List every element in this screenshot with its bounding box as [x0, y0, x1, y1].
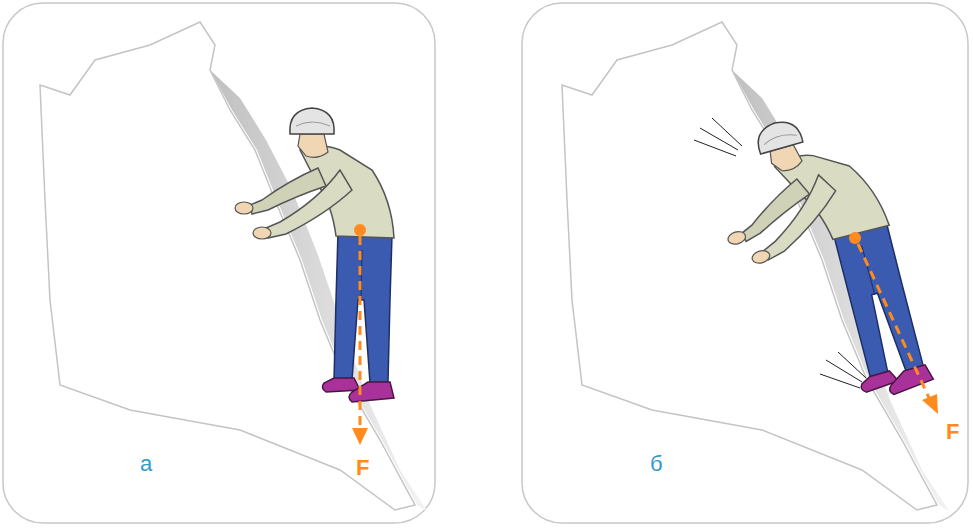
force-label: F — [356, 456, 369, 480]
center-of-mass — [354, 224, 366, 236]
center-of-mass — [849, 232, 861, 244]
climber — [701, 100, 935, 426]
arrow-head — [922, 394, 938, 414]
force-arrow — [858, 244, 930, 400]
cliff — [40, 22, 415, 510]
force-arrow — [359, 236, 362, 428]
motion-lines — [694, 118, 866, 388]
panel-frame — [3, 3, 435, 523]
climber — [235, 108, 394, 402]
panel-letter: а — [140, 452, 152, 476]
cliff — [562, 22, 937, 510]
force-label: F — [946, 420, 959, 444]
panel-frame — [522, 3, 968, 523]
arrow-head — [352, 428, 368, 445]
panel-letter: б — [650, 452, 663, 476]
